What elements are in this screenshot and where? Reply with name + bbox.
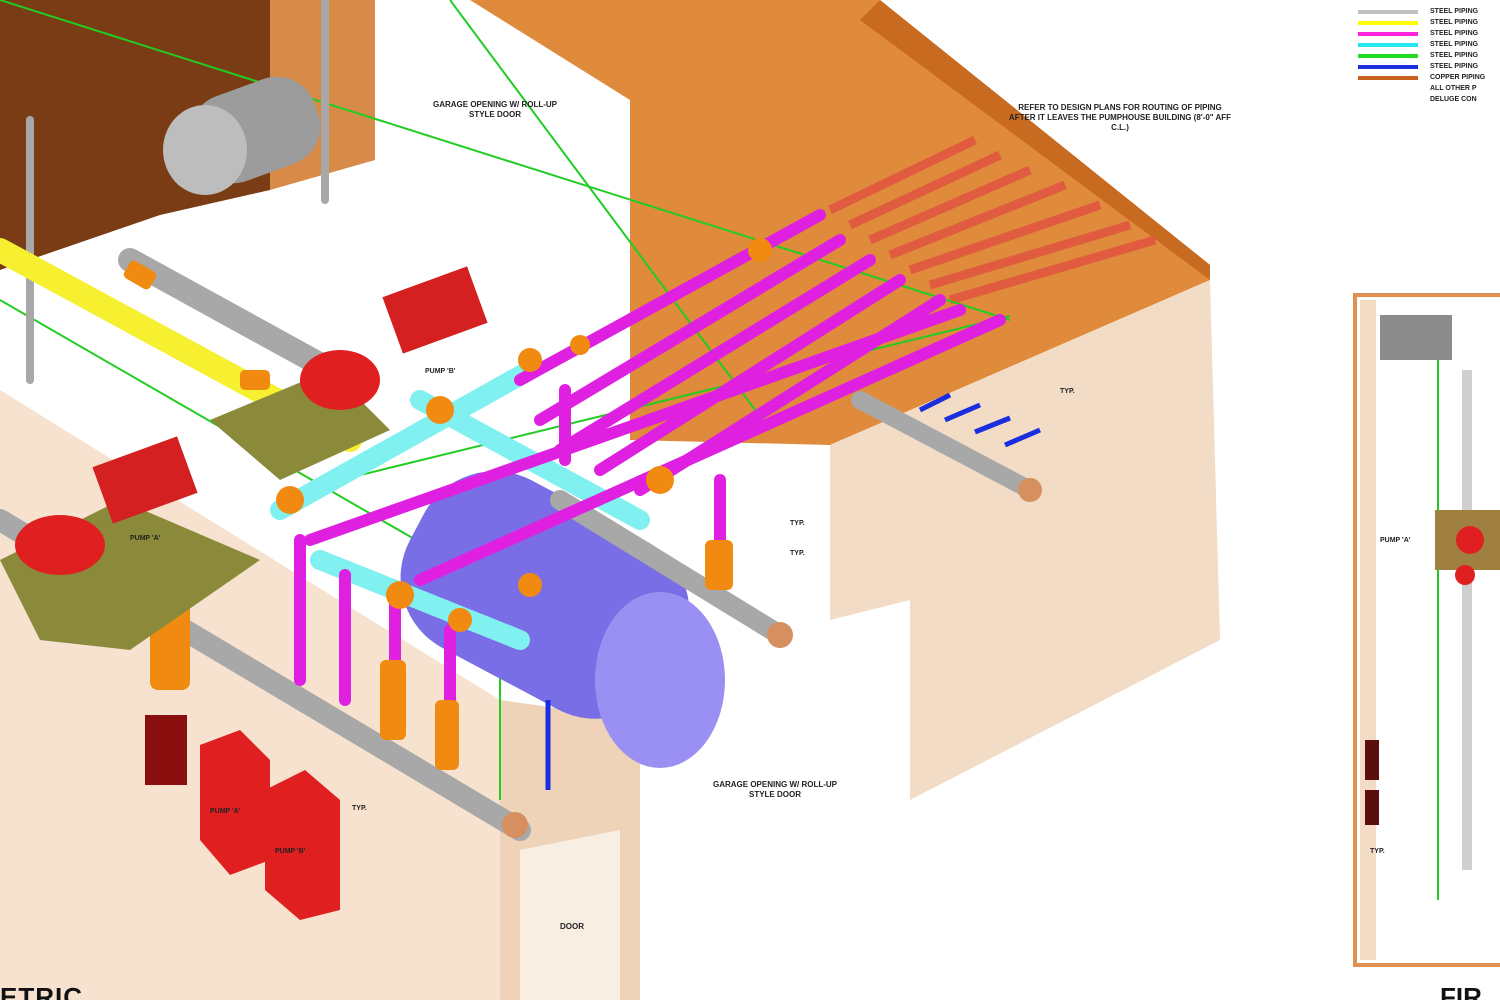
legend-label: STEEL PIPING	[1430, 30, 1479, 37]
legend-item: STEEL PIPING	[1358, 61, 1485, 72]
legend-swatch	[1358, 31, 1418, 36]
legend-label: STEEL PIPING	[1430, 52, 1479, 59]
pumps	[0, 266, 488, 650]
door-label: DOOR	[560, 922, 584, 931]
garage-opening-note-top: GARAGE OPENING W/ ROLL-UP STYLE DOOR	[433, 100, 557, 119]
legend-item: STEEL PIPING	[1358, 50, 1485, 61]
drawing-title-right: FIR	[1440, 982, 1482, 1000]
legend-swatch	[1358, 75, 1418, 80]
legend-item: STEEL PIPING	[1358, 6, 1485, 17]
legend-label: STEEL PIPING	[1430, 41, 1479, 48]
legend-item: ALL OTHER P	[1358, 83, 1485, 94]
routing-note: REFER TO DESIGN PLANS FOR ROUTING OF PIP…	[1008, 103, 1232, 132]
typ-label: TYP.	[1060, 388, 1075, 395]
legend-item: COPPER PIPING	[1358, 72, 1485, 83]
cabinet-b-label: PUMP 'B'	[275, 848, 306, 855]
legend-label: STEEL PIPING	[1430, 19, 1479, 26]
plan-view-panel	[1353, 293, 1500, 967]
controller-cabinets	[145, 715, 340, 920]
typ-label: TYP.	[790, 550, 805, 557]
plan-pump-a-label: PUMP 'A'	[1380, 537, 1411, 544]
legend-swatch	[1358, 20, 1418, 25]
legend-swatch	[1358, 9, 1418, 14]
garage-opening-note-bottom: GARAGE OPENING W/ ROLL-UP STYLE DOOR	[713, 780, 837, 799]
legend-label: DELUGE CON	[1430, 96, 1477, 103]
drawing-title-left: ETRIC	[0, 982, 83, 1000]
legend-item: DELUGE CON	[1358, 94, 1485, 105]
legend-item: STEEL PIPING	[1358, 17, 1485, 28]
cabinet-a-label: PUMP 'A'	[210, 808, 241, 815]
door-opening	[520, 830, 620, 1000]
legend-label: STEEL PIPING	[1430, 63, 1479, 70]
pump-b-label: PUMP 'B'	[425, 368, 456, 375]
legend-item: STEEL PIPING	[1358, 39, 1485, 50]
typ-label: TYP.	[352, 805, 367, 812]
legend-item: STEEL PIPING	[1358, 28, 1485, 39]
back-wall-brown	[0, 0, 270, 270]
blue-drain-pipes	[545, 392, 1041, 790]
piping-legend: STEEL PIPING STEEL PIPING STEEL PIPING S…	[1358, 6, 1485, 105]
floor-left-wall	[0, 390, 500, 1000]
magenta-pipes	[294, 209, 1006, 766]
typ-label: TYP.	[1370, 848, 1385, 855]
legend-label: COPPER PIPING	[1430, 74, 1486, 81]
legend-swatch	[1358, 53, 1418, 58]
ceiling-edge	[860, 0, 1210, 280]
typ-label: TYP.	[790, 520, 805, 527]
right-wall	[830, 280, 1220, 800]
grey-tank	[163, 76, 321, 195]
legend-swatch	[1358, 42, 1418, 47]
legend-label: ALL OTHER P	[1430, 85, 1477, 92]
ceiling-red-stripes	[828, 135, 1157, 305]
pump-a-label: PUMP 'A'	[130, 535, 161, 542]
legend-swatch	[1358, 64, 1418, 69]
ceiling-slab	[470, 0, 1210, 445]
legend-label: STEEL PIPING	[1430, 8, 1479, 15]
